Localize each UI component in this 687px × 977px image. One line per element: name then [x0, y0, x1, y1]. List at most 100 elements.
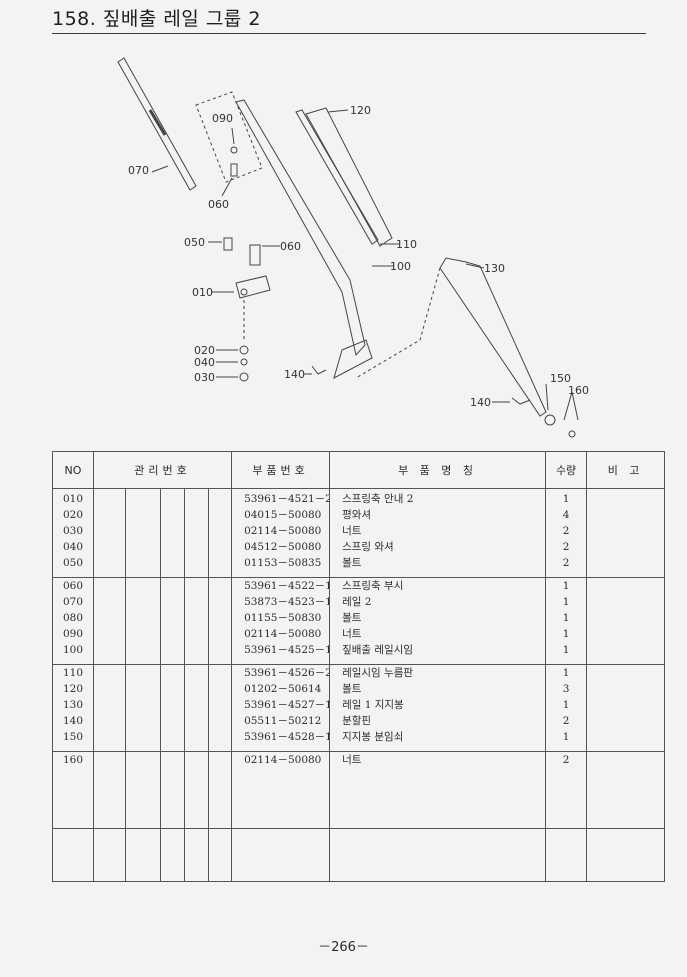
row-qty: 1 — [562, 699, 570, 711]
row-part-no: 05511－50212 — [244, 715, 322, 727]
leader-090 — [231, 127, 235, 145]
row-qty: 4 — [562, 509, 570, 521]
callout-150: 150 — [550, 372, 571, 385]
row-qty: 2 — [562, 525, 570, 537]
row-no: 030 — [63, 525, 84, 537]
guide-010-plate — [235, 275, 271, 299]
callout-140b: 140 — [470, 396, 491, 409]
parts-exploded-diagram: 120 090 070 060 110 100 050 060 130 010 … — [0, 40, 687, 450]
row-part-no: 02114－50080 — [244, 525, 322, 537]
leader-120 — [327, 109, 349, 113]
washer-020 — [239, 345, 249, 355]
bracket-outline — [195, 91, 263, 183]
row-qty: 1 — [562, 628, 570, 640]
row-part-no: 53873－4523－1 — [244, 596, 330, 608]
header-remarks: 비 고 — [586, 451, 666, 489]
row-no: 110 — [63, 667, 84, 679]
callout-090: 090 — [212, 112, 233, 125]
header-mgmt-no: 관리번호 — [92, 451, 233, 489]
leader-160b — [571, 391, 579, 421]
rail-110-shape — [295, 109, 379, 245]
row-qty: 1 — [562, 612, 570, 624]
callout-060b: 060 — [280, 240, 301, 253]
callout-120: 120 — [350, 104, 371, 117]
row-part-name: 스프링축 부시 — [342, 580, 404, 592]
rail-100-shape — [235, 99, 366, 357]
row-part-no: 01153－50835 — [244, 557, 322, 569]
row-part-no: 04015－50080 — [244, 509, 322, 521]
row-no: 120 — [63, 683, 84, 695]
row-part-name: 볼트 — [342, 612, 362, 624]
bolt-050 — [223, 237, 233, 251]
table-row-group-2: 060 070 080 090 100 53961－4522－1 53873－4… — [52, 577, 666, 665]
row-part-name: 볼트 — [342, 683, 362, 695]
row-part-name: 너트 — [342, 628, 362, 640]
callout-160: 160 — [568, 384, 589, 397]
row-qty: 2 — [562, 541, 570, 553]
row-part-name: 너트 — [342, 525, 362, 537]
row-no: 060 — [63, 580, 84, 592]
row-part-no: 01202－50614 — [244, 683, 322, 695]
parts-table: NO 관리번호 부품번호 부 품 명 칭 수량 비 고 010 020 030 … — [52, 451, 666, 882]
row-qty: 1 — [562, 731, 570, 743]
table-row-group-4: 160 02114－50080 너트 2 — [52, 751, 666, 829]
row-no: 080 — [63, 612, 84, 624]
row-part-no: 01155－50830 — [244, 612, 322, 624]
header-no: NO — [52, 451, 94, 489]
row-qty: 1 — [562, 596, 570, 608]
header-part-no: 부품번호 — [231, 451, 331, 489]
bushing-060 — [249, 244, 261, 266]
pin-140b — [511, 397, 531, 405]
leader-160a — [563, 391, 573, 421]
header-part-name: 부 품 명 칭 — [329, 451, 547, 489]
row-part-no: 04512－50080 — [244, 541, 322, 553]
row-qty: 2 — [562, 754, 570, 766]
row-no: 150 — [63, 731, 84, 743]
row-qty: 1 — [562, 580, 570, 592]
callout-110: 110 — [396, 238, 417, 251]
row-part-no: 53961－4521－2 — [244, 493, 330, 505]
bushing-060a — [230, 163, 238, 177]
connection-dashed — [355, 267, 441, 379]
row-no: 040 — [63, 541, 84, 553]
row-qty: 1 — [562, 644, 570, 656]
row-qty: 2 — [562, 557, 570, 569]
rail-100-foot — [333, 339, 373, 379]
row-qty: 1 — [562, 667, 570, 679]
row-part-no: 53961－4522－1 — [244, 580, 330, 592]
row-part-name: 너트 — [342, 754, 362, 766]
row-part-name: 볼트 — [342, 557, 362, 569]
row-no: 020 — [63, 509, 84, 521]
page-number: －266－ — [318, 940, 369, 955]
callout-060a: 060 — [208, 198, 229, 211]
nut-160 — [568, 430, 576, 438]
page-title: 158. 짚배출 레일 그룹 2 — [52, 8, 261, 30]
row-part-name: 레일 1 지지봉 — [342, 699, 404, 711]
callout-130: 130 — [484, 262, 505, 275]
callout-100: 100 — [390, 260, 411, 273]
row-no: 010 — [63, 493, 84, 505]
leader-130 — [465, 263, 485, 269]
row-no: 050 — [63, 557, 84, 569]
diagram-svg: 120 090 070 060 110 100 050 060 130 010 … — [117, 57, 589, 438]
nut-090 — [230, 146, 238, 154]
row-qty: 2 — [562, 715, 570, 727]
row-no: 140 — [63, 715, 84, 727]
rail-070-shape — [117, 57, 197, 191]
fitting-150 — [544, 414, 556, 426]
row-part-name: 지지봉 분임쇠 — [342, 731, 404, 743]
guide-010-hole — [240, 288, 248, 296]
row-qty: 1 — [562, 493, 570, 505]
callout-050: 050 — [184, 236, 205, 249]
table-row-group-3: 110 120 130 140 150 53961－4526－2 01202－5… — [52, 664, 666, 752]
rail-070-sleeve — [148, 109, 167, 136]
row-part-no: 53961－4528－1 — [244, 731, 330, 743]
washer-040 — [240, 358, 248, 366]
callout-040: 040 — [194, 356, 215, 369]
nut-030 — [239, 372, 249, 382]
row-part-name: 스프링 와셔 — [342, 541, 394, 553]
row-part-no: 53961－4527－1 — [244, 699, 330, 711]
leader-150 — [545, 383, 549, 411]
row-part-no: 53961－4526－2 — [244, 667, 330, 679]
row-part-no: 02114－50080 — [244, 754, 322, 766]
